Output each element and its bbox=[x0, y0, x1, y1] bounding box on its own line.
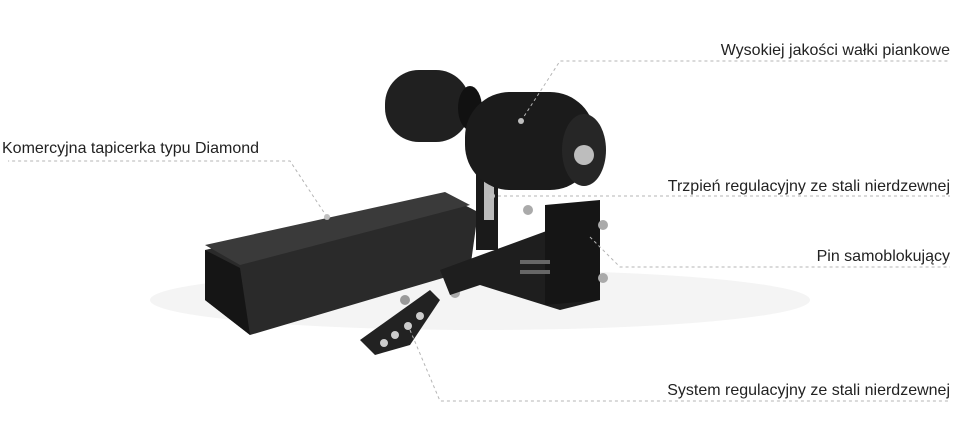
callout-dots bbox=[324, 118, 524, 220]
foam-rollers bbox=[385, 70, 606, 190]
callout-lock-pin: Pin samoblokujący bbox=[816, 248, 950, 265]
adjustment-plate bbox=[360, 288, 460, 355]
callout-upholstery: Komercyjna tapicerka typu Diamond bbox=[2, 140, 260, 157]
leader-lines bbox=[8, 60, 950, 402]
callout-adjust-system: System regulacyjny ze stali nierdzewnej bbox=[667, 382, 950, 399]
callout-pin-shaft: Trzpień regulacyjny ze stali nierdzewnej bbox=[667, 178, 950, 195]
frame-beam bbox=[440, 200, 608, 310]
seat-pad bbox=[205, 192, 478, 335]
callout-rollers: Wysokiej jakości wałki piankowe bbox=[720, 42, 950, 59]
